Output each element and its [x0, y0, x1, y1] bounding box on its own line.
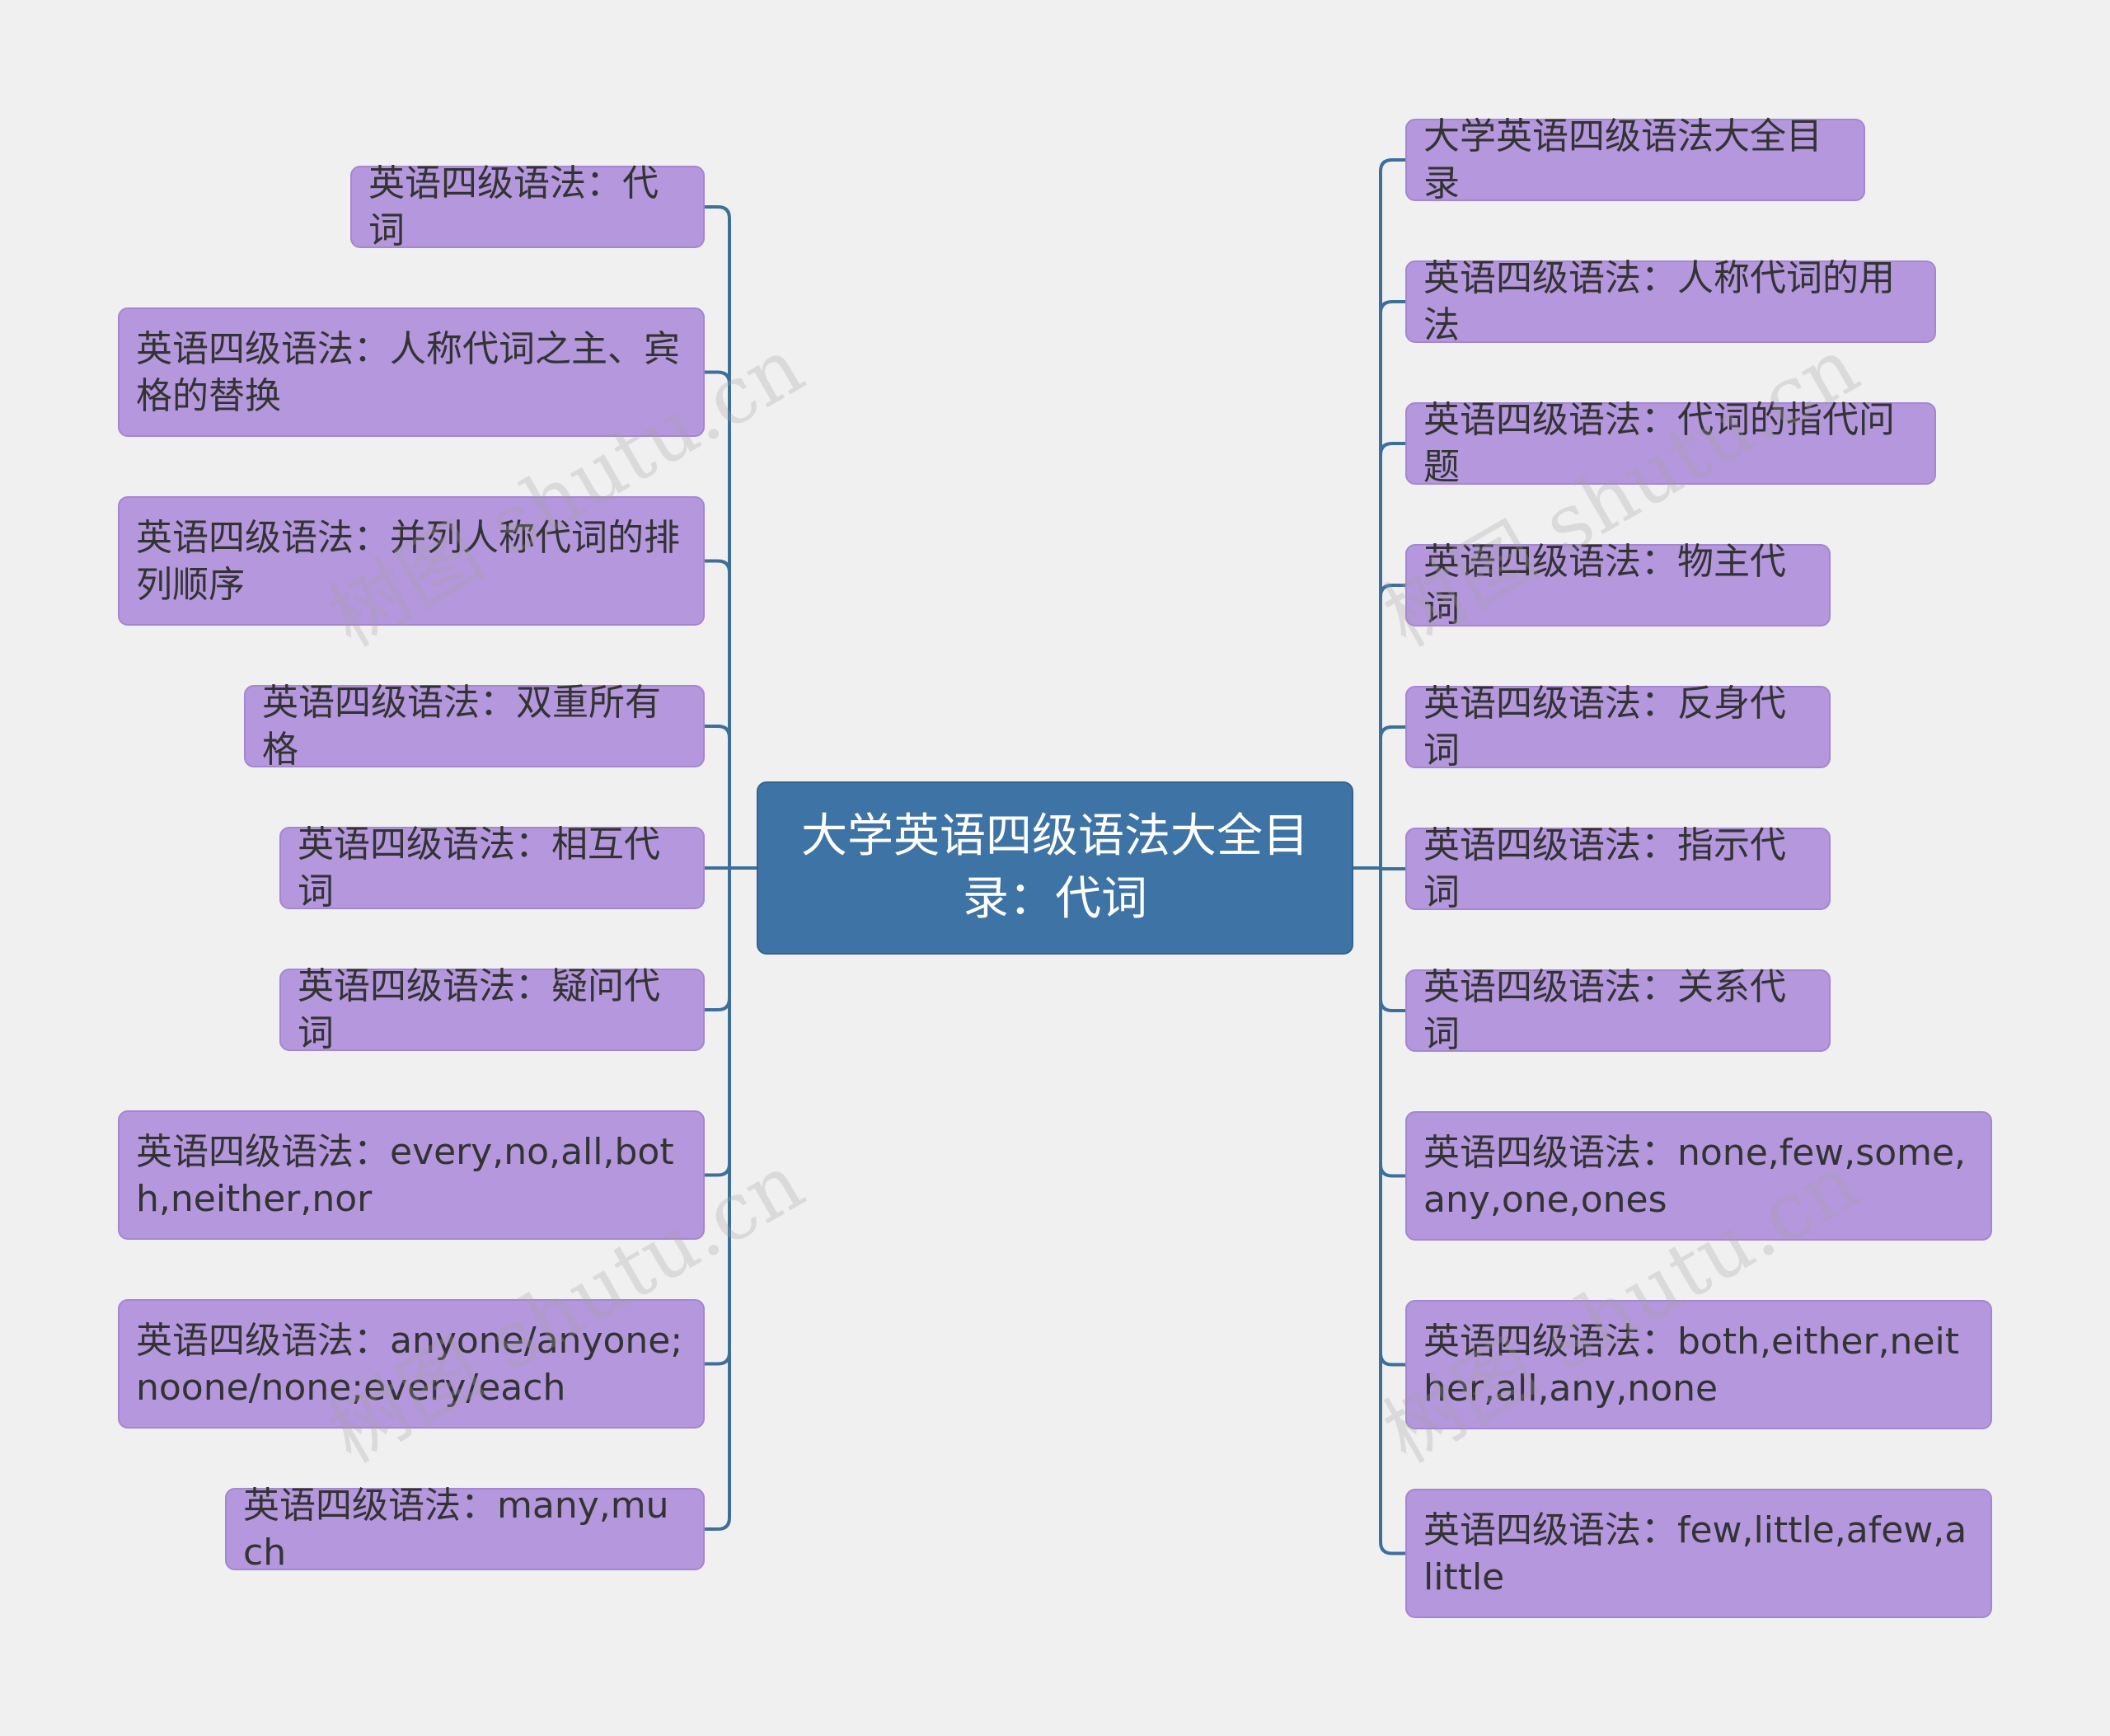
- right-branch-node[interactable]: 英语四级语法：人称代词的用法: [1405, 257, 1936, 346]
- right-branch-label: 英语四级语法：代词的指代问题: [1423, 399, 1895, 488]
- branch-connector-right: [1379, 1164, 1405, 1178]
- left-branch-label: 英语四级语法：双重所有格: [262, 682, 661, 771]
- branch-connector-right: [1379, 158, 1405, 172]
- right-branch-label: 英语四级语法：物主代词: [1423, 541, 1786, 630]
- left-branch-node[interactable]: 英语四级语法：并列人称代词的排列顺序: [118, 496, 705, 626]
- branch-connector-left: [705, 1352, 731, 1366]
- branch-connector-left: [705, 997, 731, 1011]
- right-branch-label: 英语四级语法：人称代词的用法: [1423, 257, 1895, 346]
- right-branch-label: 英语四级语法：both,either,neither,all,any,none: [1423, 1320, 1959, 1410]
- left-branch-node[interactable]: 英语四级语法：every,no,all,both,neither,nor: [118, 1110, 705, 1240]
- branch-connector-right: [1379, 725, 1405, 739]
- central-topic-node[interactable]: 大学英语四级语法大全目录：代词: [757, 781, 1353, 955]
- right-branch-node[interactable]: 英语四级语法：关系代词: [1405, 966, 1831, 1055]
- left-branch-node[interactable]: 英语四级语法：many,much: [225, 1485, 705, 1574]
- branch-connector-right: [1379, 1541, 1405, 1555]
- right-branch-label: 英语四级语法：指示代词: [1423, 824, 1786, 913]
- left-branch-node[interactable]: 英语四级语法：人称代词之主、宾格的替换: [118, 307, 705, 437]
- right-branch-node[interactable]: 大学英语四级语法大全目录: [1405, 115, 1865, 204]
- branch-connector-left: [705, 725, 731, 739]
- right-branch-label: 英语四级语法：关系代词: [1423, 966, 1786, 1055]
- branch-connector-left: [705, 1517, 731, 1531]
- left-branch-node[interactable]: 英语四级语法：anyone/anyone;noone/none;every/ea…: [118, 1299, 705, 1429]
- right-branch-label: 英语四级语法：none,few,some,any,one,ones: [1423, 1131, 1967, 1221]
- branch-connector-left: [705, 1163, 731, 1177]
- branch-connector-left: [705, 559, 731, 573]
- right-branch-node[interactable]: 英语四级语法：指示代词: [1405, 824, 1831, 913]
- right-branch-node[interactable]: 英语四级语法：both,either,neither,all,any,none: [1405, 1300, 1992, 1429]
- central-topic-label: 大学英语四级语法大全目录：代词: [801, 809, 1309, 926]
- left-branch-label: 英语四级语法：相互代词: [298, 823, 660, 913]
- left-branch-node[interactable]: 英语四级语法：疑问代词: [279, 965, 705, 1054]
- branch-connector-left: [705, 370, 731, 384]
- right-branch-node[interactable]: 英语四级语法：none,few,some,any,one,ones: [1405, 1111, 1992, 1241]
- right-branch-node[interactable]: 英语四级语法：物主代词: [1405, 541, 1831, 630]
- left-branch-node[interactable]: 英语四级语法：代词: [350, 162, 705, 251]
- right-branch-label: 英语四级语法：反身代词: [1423, 683, 1786, 772]
- right-branch-label: 大学英语四级语法大全目录: [1423, 115, 1822, 204]
- branch-connector-right: [1379, 442, 1405, 456]
- left-branch-label: 英语四级语法：代词: [368, 162, 659, 251]
- left-branch-label: 英语四级语法：anyone/anyone;noone/none;every/ea…: [136, 1319, 683, 1409]
- left-branch-node[interactable]: 英语四级语法：双重所有格: [244, 682, 705, 771]
- left-branch-label: 英语四级语法：并列人称代词的排列顺序: [136, 516, 680, 606]
- right-branch-label: 英语四级语法：few,little,afew,alittle: [1423, 1508, 1967, 1598]
- right-branch-node[interactable]: 英语四级语法：代词的指代问题: [1405, 399, 1936, 488]
- branch-connector-left: [705, 205, 731, 219]
- branch-connector-right: [1379, 998, 1405, 1012]
- left-branch-node[interactable]: 英语四级语法：相互代词: [279, 823, 705, 913]
- left-branch-label: 英语四级语法：every,no,all,both,neither,nor: [136, 1130, 674, 1220]
- left-branch-label: 英语四级语法：many,much: [243, 1485, 669, 1574]
- left-branch-label: 英语四级语法：人称代词之主、宾格的替换: [136, 327, 680, 417]
- right-branch-node[interactable]: 英语四级语法：反身代词: [1405, 683, 1831, 772]
- left-branch-label: 英语四级语法：疑问代词: [298, 965, 660, 1054]
- branch-connector-right: [1379, 1353, 1405, 1367]
- branch-connector-right: [1379, 584, 1405, 598]
- branch-connector-right: [1379, 300, 1405, 314]
- right-branch-node[interactable]: 英语四级语法：few,little,afew,alittle: [1405, 1489, 1992, 1618]
